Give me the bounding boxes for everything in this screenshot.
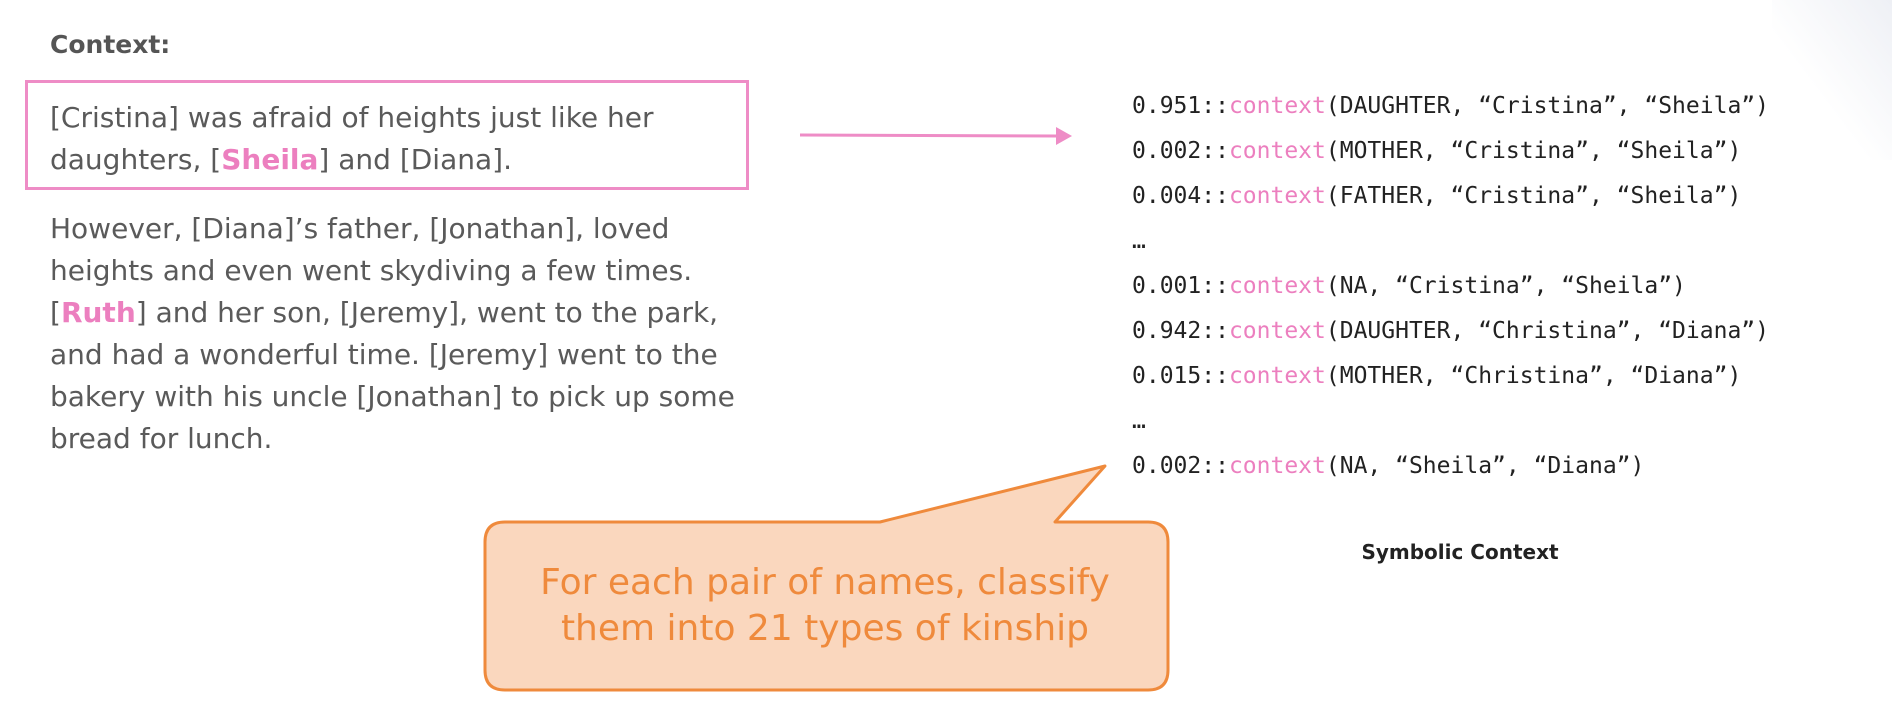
fact-probability: 0.001:: [1132,273,1229,299]
fact-arguments: (MOTHER, “Cristina”, “Sheila”) [1325,138,1742,164]
symbolic-context-caption: Symbolic Context [1361,540,1559,564]
callout-line: them into 21 types of kinship [560,608,1090,649]
callout-line: For each pair of names, classify [540,562,1110,603]
story-remaining-sentences: However, [Diana]’s father, [Jonathan], l… [50,208,750,460]
highlighted-name-ruth: Ruth [60,296,136,329]
context-heading: Context: [50,30,171,59]
fact-probability: 0.942:: [1132,318,1229,344]
fact-ellipsis: … [1132,219,1769,264]
fact-probability: 0.951:: [1132,93,1229,119]
fact-line: 0.001::context(NA, “Cristina”, “Sheila”) [1132,264,1769,309]
fact-line: 0.004::context(FATHER, “Cristina”, “Shei… [1132,174,1769,219]
story-text-segment: However, [Diana]’s father, [Jonathan], l… [50,212,693,329]
callout-text: For each pair of names, classify them in… [495,560,1155,652]
fact-arguments: (FATHER, “Cristina”, “Sheila”) [1325,183,1742,209]
fact-predicate: context [1228,273,1326,299]
fact-arguments: (DAUGHTER, “Cristina”, “Sheila”) [1325,93,1769,119]
fact-predicate: context [1228,93,1326,119]
fact-line: 0.942::context(DAUGHTER, “Christina”, “D… [1132,309,1769,354]
fact-probability: 0.002:: [1132,453,1229,479]
highlighted-sentence-box [25,80,749,190]
fact-ellipsis: … [1132,399,1769,444]
fact-line: 0.951::context(DAUGHTER, “Cristina”, “Sh… [1132,84,1769,129]
story-text-segment: ] and [Diana]. [318,143,512,176]
fact-predicate: context [1228,183,1326,209]
fact-predicate: context [1228,138,1326,164]
fact-probability: … [1132,408,1146,434]
story-text-segment: [Cristina] was afraid of heights just li… [50,101,654,176]
story-text-segment: ] and her son, [Jeremy], went to the par… [50,296,735,455]
fact-arguments: (MOTHER, “Christina”, “Diana”) [1325,363,1742,389]
fact-line: 0.002::context(MOTHER, “Cristina”, “Shei… [1132,129,1769,174]
fact-line: 0.002::context(NA, “Sheila”, “Diana”) [1132,444,1769,489]
fact-predicate: context [1228,453,1326,479]
fact-probability: … [1132,228,1146,254]
fact-arguments: (DAUGHTER, “Christina”, “Diana”) [1325,318,1769,344]
fact-arguments: (NA, “Sheila”, “Diana”) [1325,453,1645,479]
corner-shade [1772,0,1892,160]
symbolic-context-facts: 0.951::context(DAUGHTER, “Cristina”, “Sh… [1132,84,1769,489]
fact-probability: 0.004:: [1132,183,1229,209]
fact-probability: 0.002:: [1132,138,1229,164]
fact-predicate: context [1228,318,1326,344]
fact-arguments: (NA, “Cristina”, “Sheila”) [1325,273,1686,299]
highlighted-name-sheila: Sheila [221,143,319,176]
fact-line: 0.015::context(MOTHER, “Christina”, “Dia… [1132,354,1769,399]
right-arrow-icon [800,127,1072,145]
fact-probability: 0.015:: [1132,363,1229,389]
fact-predicate: context [1228,363,1326,389]
story-first-sentence: [Cristina] was afraid of heights just li… [50,97,750,181]
